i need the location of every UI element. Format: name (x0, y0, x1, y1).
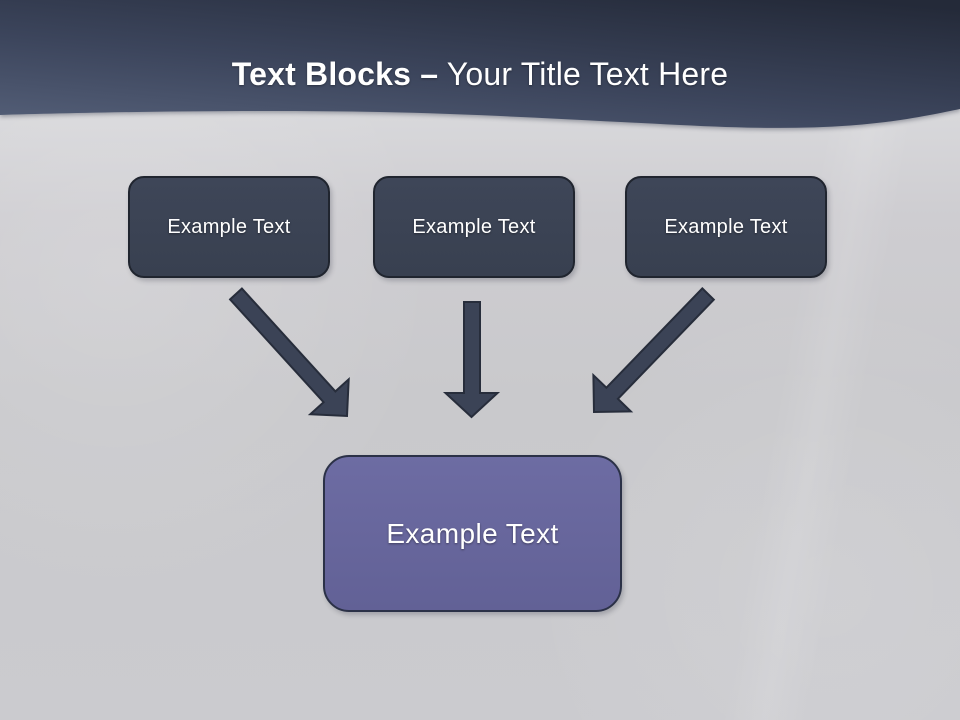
text-block-3-label: Example Text (664, 215, 788, 238)
slide-title: Text Blocks – Your Title Text Here (0, 56, 960, 93)
text-block-1: Example Text (128, 176, 330, 278)
target-block: Example Text (323, 455, 622, 612)
slide-title-topic: Text Blocks – (231, 56, 439, 92)
text-block-3: Example Text (625, 176, 827, 278)
arrow-down-right-icon (228, 287, 350, 418)
header-wave-shape (0, 0, 960, 128)
header-wave-banner (0, 0, 960, 128)
text-block-2-label: Example Text (412, 215, 536, 238)
text-block-1-label: Example Text (167, 215, 291, 238)
arrow-down-left-icon (592, 286, 716, 414)
slide-title-text: Your Title Text Here (446, 56, 729, 92)
target-block-label: Example Text (386, 517, 559, 549)
text-block-2: Example Text (373, 176, 575, 278)
arrow-down-icon (442, 301, 501, 419)
